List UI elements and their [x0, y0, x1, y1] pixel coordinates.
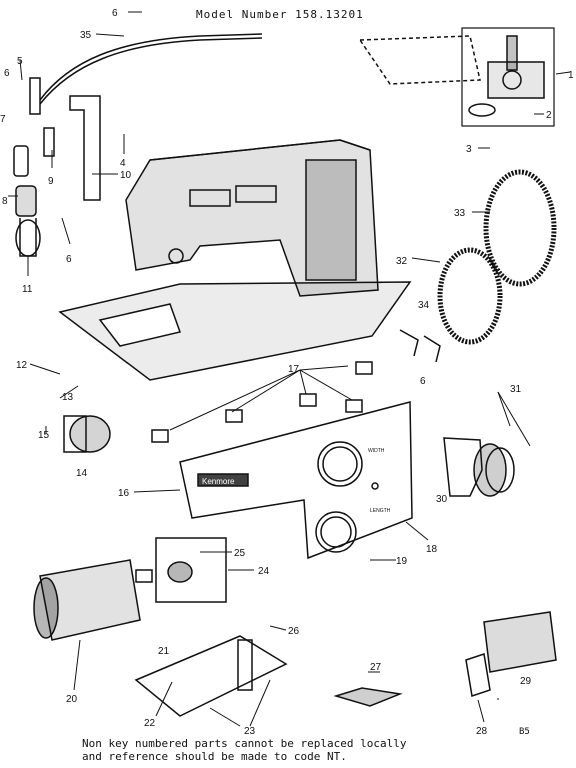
callout-23: 23: [244, 726, 256, 737]
callout-16: 16: [118, 488, 130, 499]
footnote: Non key numbered parts cannot be replace…: [82, 737, 502, 763]
callout-labels: 6 35 1 2 3 4 5 6 7 8 9 10 11 6 33 32 34 …: [0, 8, 574, 737]
thread-guide-parts: [13, 77, 101, 257]
callout-6d: 6: [420, 376, 426, 387]
corner-code: B5: [519, 727, 530, 737]
drive-belts: [437, 169, 557, 345]
footnote-line-1: Non key numbered parts cannot be replace…: [82, 737, 407, 750]
callout-35: 35: [80, 30, 92, 41]
panel-badge: Kenmore: [202, 477, 235, 486]
callout-26: 26: [288, 626, 300, 637]
callout-10: 10: [120, 170, 132, 181]
callout-6b: 6: [4, 68, 10, 79]
motor-bracket: [134, 635, 288, 717]
hook-assembly-part: [461, 27, 555, 127]
belt-clamps: [399, 329, 441, 363]
motor-pulley-bracket: [443, 437, 515, 497]
callout-13: 13: [62, 392, 74, 403]
callout-3: 3: [466, 144, 472, 155]
callout-20: 20: [66, 694, 78, 705]
callout-34: 34: [418, 300, 430, 311]
callout-5: 5: [17, 56, 23, 67]
motor-part: [33, 559, 153, 641]
callout-21: 21: [158, 646, 170, 657]
callout-27: 27: [370, 662, 382, 673]
callout-11: 11: [22, 284, 33, 295]
callout-15: 15: [38, 430, 50, 441]
callout-30: 30: [436, 494, 448, 505]
callout-6c: 6: [66, 254, 72, 265]
callout-18: 18: [426, 544, 438, 555]
front-panel: [179, 401, 413, 560]
model-number-title: Model Number 158.13201: [196, 8, 364, 21]
callout-25: 25: [234, 548, 246, 559]
dial-label-width: WIDTH: [368, 448, 385, 454]
bed-plate: [58, 281, 412, 381]
panel-clips: [151, 361, 373, 443]
callout-24: 24: [258, 566, 270, 577]
footnote-line-2: and reference should be made to code NT.: [82, 750, 347, 763]
callout-32: 32: [396, 256, 408, 267]
callout-28: 28: [476, 726, 488, 737]
brush-assembly: [155, 537, 227, 603]
callout-29: 29: [520, 676, 532, 687]
machine-head-body: [125, 139, 379, 297]
callout-31: 31: [510, 384, 522, 395]
terminal-block: [465, 611, 557, 697]
callout-1: 1: [568, 70, 574, 81]
callout-8: 8: [2, 196, 8, 207]
switch-part: [63, 415, 111, 453]
dial-label-length: LENGTH: [370, 508, 391, 514]
callout-22: 22: [144, 718, 156, 729]
callout-14: 14: [76, 468, 88, 479]
leader-lines: [8, 11, 571, 727]
top-cover-outline: [358, 35, 481, 85]
callout-17: 17: [288, 364, 300, 375]
callout-9: 9: [48, 176, 54, 187]
callout-4: 4: [120, 158, 126, 169]
callout-2: 2: [546, 110, 552, 121]
foot-control-part: [333, 687, 403, 707]
callout-12: 12: [16, 360, 28, 371]
cable-part: [39, 33, 263, 101]
callout-7: 7: [0, 114, 6, 125]
callout-19: 19: [396, 556, 408, 567]
callout-33: 33: [454, 208, 466, 219]
callout-6: 6: [112, 8, 118, 19]
